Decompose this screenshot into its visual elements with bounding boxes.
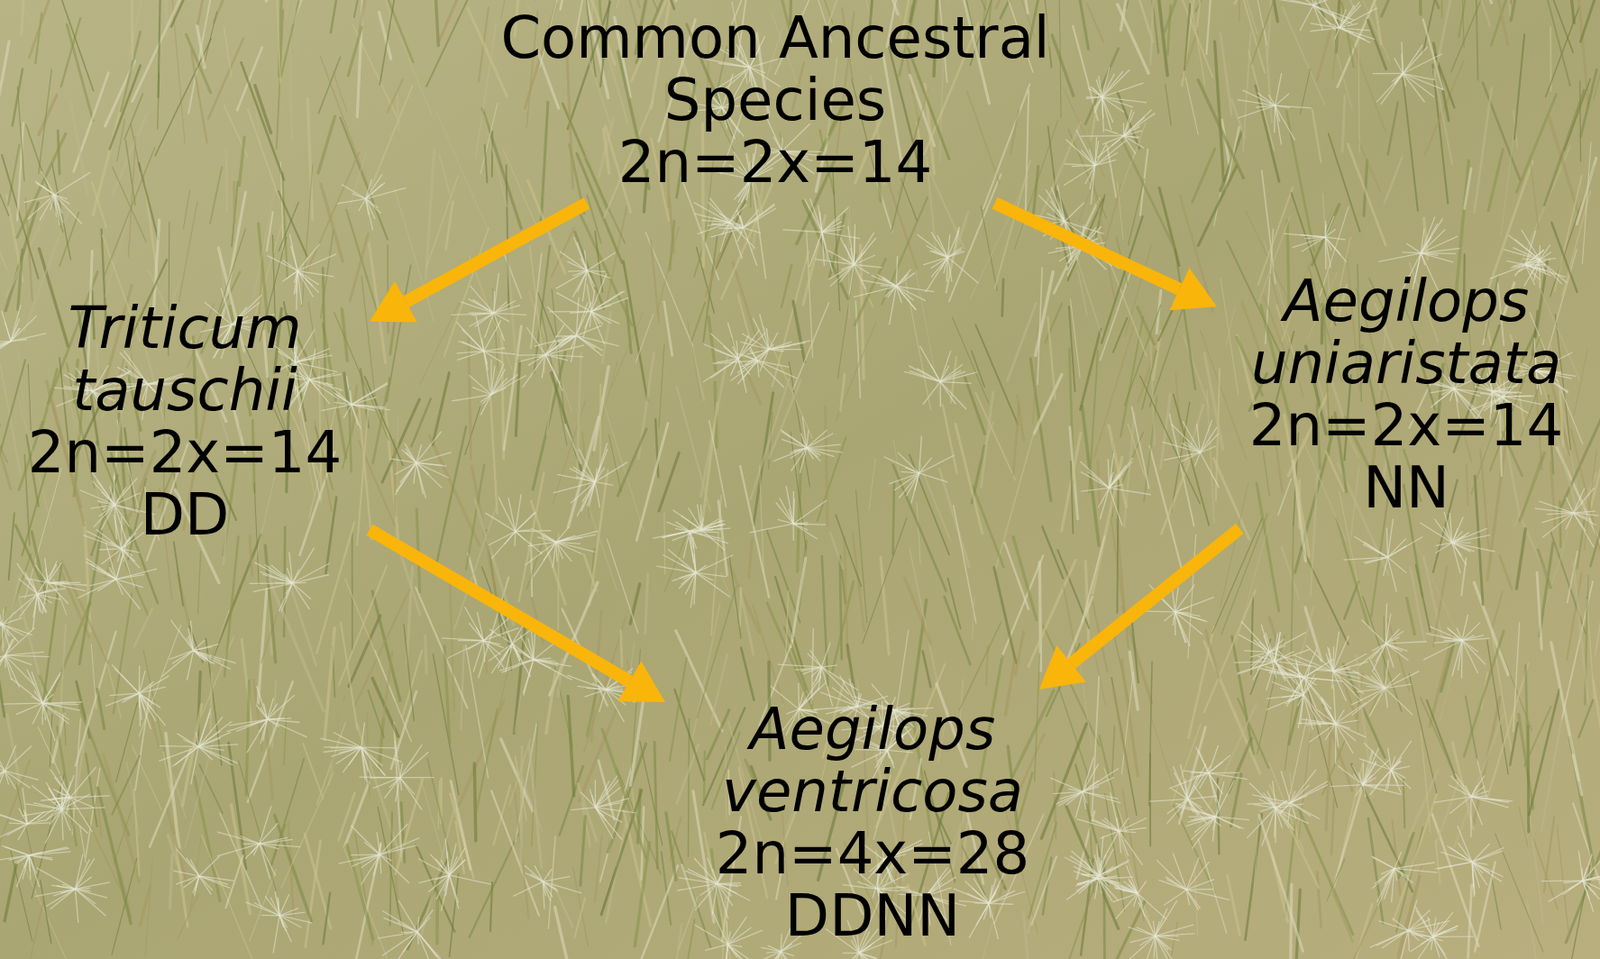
stage: Common Ancestral Species2n=2x=14Triticum… — [0, 0, 1600, 959]
